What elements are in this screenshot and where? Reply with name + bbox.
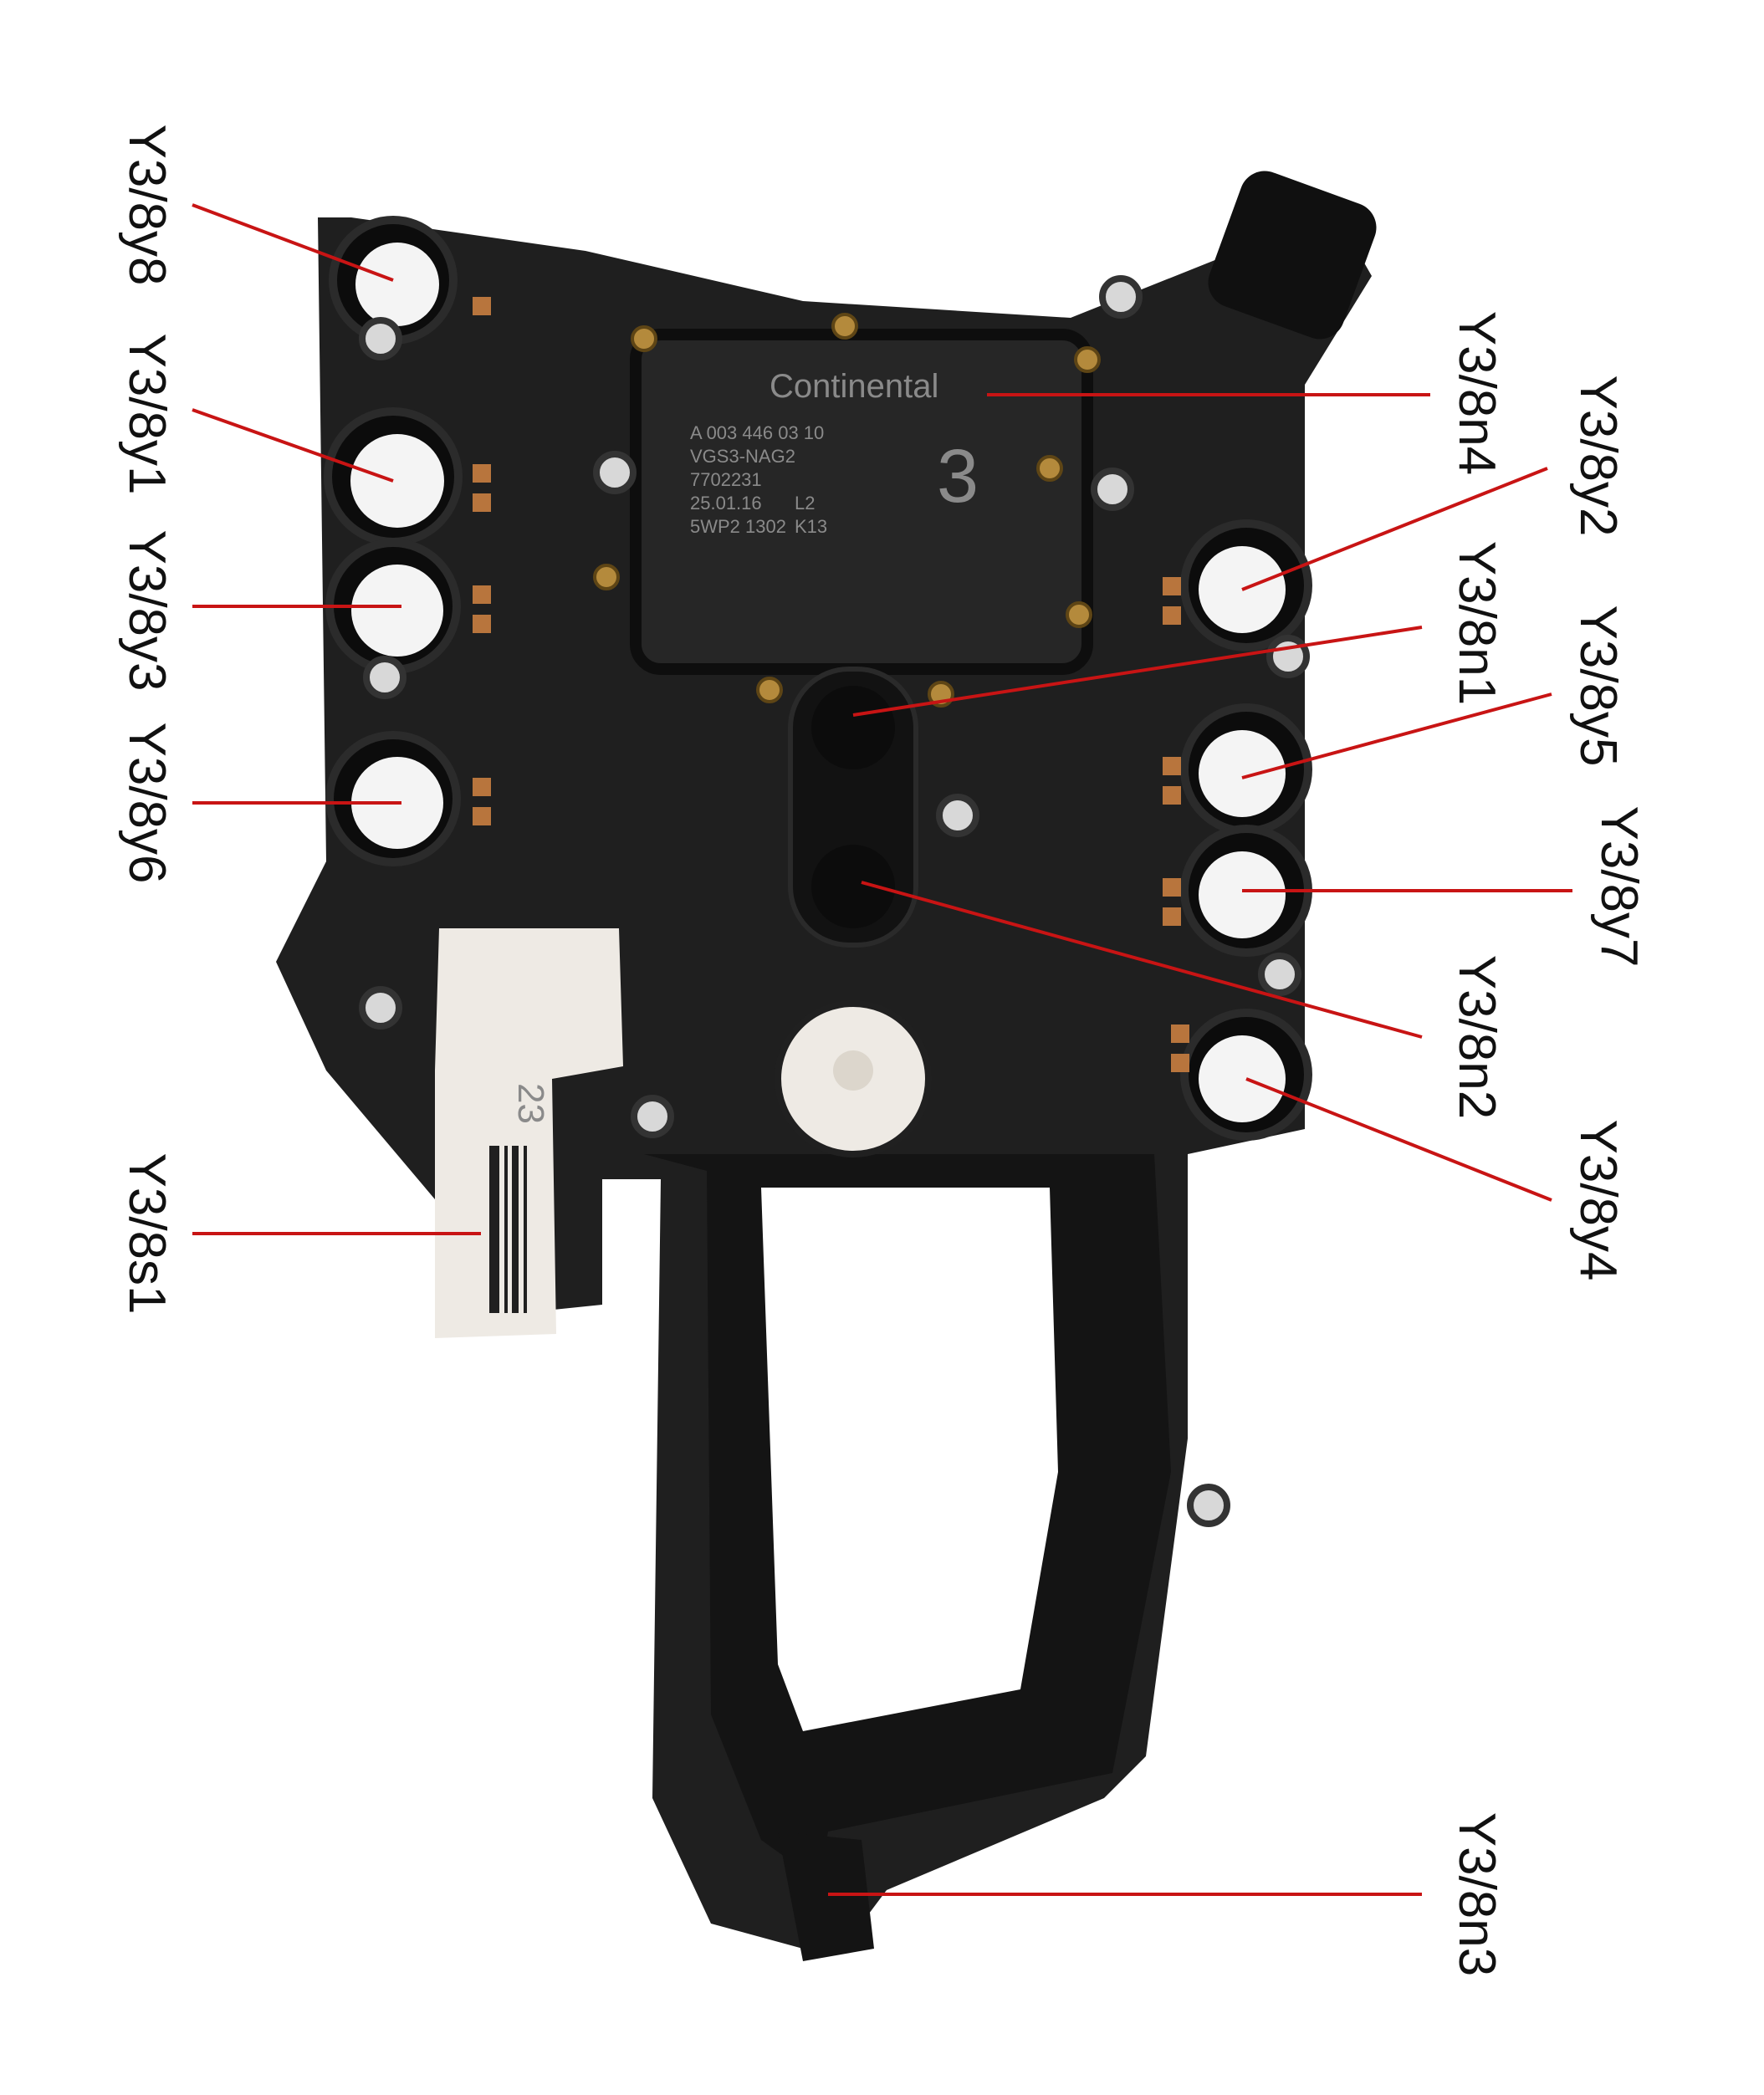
plate-number: 3 — [937, 435, 979, 519]
sensor-n2-body — [811, 845, 895, 928]
leader-y4 — [1245, 1077, 1552, 1202]
callout-n4: Y3/8n4 — [1448, 310, 1506, 476]
leader-lines — [192, 203, 1572, 1896]
sensor-n1-body — [811, 686, 895, 769]
leader-y5 — [1241, 692, 1552, 779]
callout-y1: Y3/8y1 — [118, 333, 176, 495]
brass-screws — [593, 313, 1101, 708]
leader-y8 — [192, 203, 394, 282]
callout-y6: Y3/8y6 — [118, 722, 176, 884]
callout-s1: Y3/8s1 — [118, 1152, 176, 1315]
callout-y7: Y3/8y7 — [1590, 805, 1648, 968]
label-line-2: VGS3-NAG2 — [690, 446, 795, 467]
sensor-tag: 23 — [510, 1083, 551, 1124]
leader-y1 — [192, 408, 394, 483]
copper-contacts — [473, 297, 1189, 1072]
label-line-4: 25.01.16 — [690, 493, 762, 514]
callout-n3: Y3/8n3 — [1448, 1811, 1506, 1977]
callout-y4: Y3/8y4 — [1569, 1119, 1627, 1281]
label-code-1: L2 — [795, 493, 815, 514]
steel-bushings — [359, 275, 1310, 1527]
label-line-5: 5WP2 1302 — [690, 516, 786, 537]
brand-text: Continental — [770, 368, 938, 405]
sensor-barcode — [489, 1146, 527, 1313]
callout-y2: Y3/8y2 — [1569, 375, 1627, 537]
frame-window — [757, 1188, 1058, 1731]
callout-y8: Y3/8y8 — [118, 124, 176, 286]
callout-n1: Y3/8n1 — [1448, 540, 1506, 706]
leader-y2 — [1241, 467, 1548, 591]
label-line-1: A 003 446 03 10 — [690, 422, 824, 443]
label-code-2: K13 — [795, 516, 827, 537]
selector-sensor-housing — [435, 928, 623, 1338]
left-solenoid-bores — [350, 243, 444, 849]
output-sensor — [778, 1832, 874, 1961]
callout-y3: Y3/8y3 — [118, 529, 176, 692]
callout-y5: Y3/8y5 — [1569, 605, 1627, 767]
callout-n2: Y3/8n2 — [1448, 954, 1506, 1120]
leader-n1 — [852, 626, 1423, 717]
main-connector — [1208, 171, 1377, 340]
label-line-3: 7702231 — [690, 469, 762, 490]
leader-n2 — [861, 881, 1423, 1039]
